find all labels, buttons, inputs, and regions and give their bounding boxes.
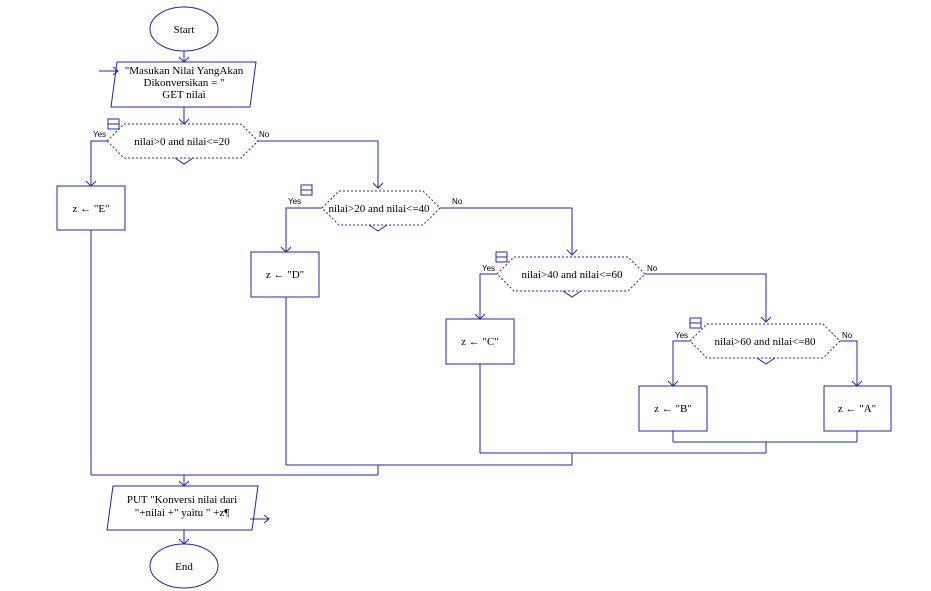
assignment-d-text: z ← "D" xyxy=(266,269,304,281)
assignment-c-text: z ← "C" xyxy=(461,336,499,348)
decision-1-no: No xyxy=(259,130,270,139)
assignment-a-text: z ← "A" xyxy=(838,403,876,415)
input-line-3: GET nilai xyxy=(162,89,205,101)
decision-4-yes: Yes xyxy=(675,331,688,340)
decision-2: nilai>20 and nilai<=40 Yes No xyxy=(288,184,463,232)
start-label: Start xyxy=(174,24,195,36)
decision-2-yes: Yes xyxy=(288,197,301,206)
assignment-a: z ← "A" xyxy=(823,385,892,432)
decision-3: nilai>40 and nilai<=60 Yes No xyxy=(482,251,658,298)
decision-4-no: No xyxy=(842,331,853,340)
input-line-2: Dikonversikan = " xyxy=(144,77,225,89)
assignment-b: z ← "B" xyxy=(638,385,708,432)
output-block: PUT "Konversi nilai dari "+nilai +" yait… xyxy=(106,485,270,531)
decision-2-no: No xyxy=(452,197,463,206)
assignment-e: z ← "E" xyxy=(56,185,126,231)
assignment-e-text: z ← "E" xyxy=(72,203,109,215)
input-line-1: "Masukan Nilai YangAkan xyxy=(125,65,244,77)
decision-3-no: No xyxy=(647,264,658,273)
decision-1-yes: Yes xyxy=(93,130,106,139)
input-block: "Masukan Nilai YangAkan Dikonversikan = … xyxy=(99,61,257,108)
decision-4-condition: nilai>60 and nilai<=80 xyxy=(714,336,816,348)
output-line-2: "+nilai +" yaitu " +z¶ xyxy=(135,507,230,519)
decision-2-condition: nilai>20 and nilai<=40 xyxy=(328,203,430,215)
connector-lines xyxy=(90,51,858,544)
assignment-b-text: z ← "B" xyxy=(654,403,692,415)
decision-3-yes: Yes xyxy=(482,264,495,273)
decision-1-condition: nilai>0 and nilai<=20 xyxy=(134,136,230,148)
decision-1: nilai>0 and nilai<=20 Yes No xyxy=(93,118,270,165)
end-terminal: End xyxy=(149,543,219,589)
start-terminal: Start xyxy=(149,6,219,52)
assignment-d: z ← "D" xyxy=(250,251,320,298)
end-label: End xyxy=(175,561,193,573)
decision-4: nilai>60 and nilai<=80 Yes No xyxy=(675,317,853,365)
assignment-c: z ← "C" xyxy=(445,318,515,365)
decision-3-condition: nilai>40 and nilai<=60 xyxy=(521,269,623,281)
output-line-1: PUT "Konversi nilai dari xyxy=(127,494,237,506)
